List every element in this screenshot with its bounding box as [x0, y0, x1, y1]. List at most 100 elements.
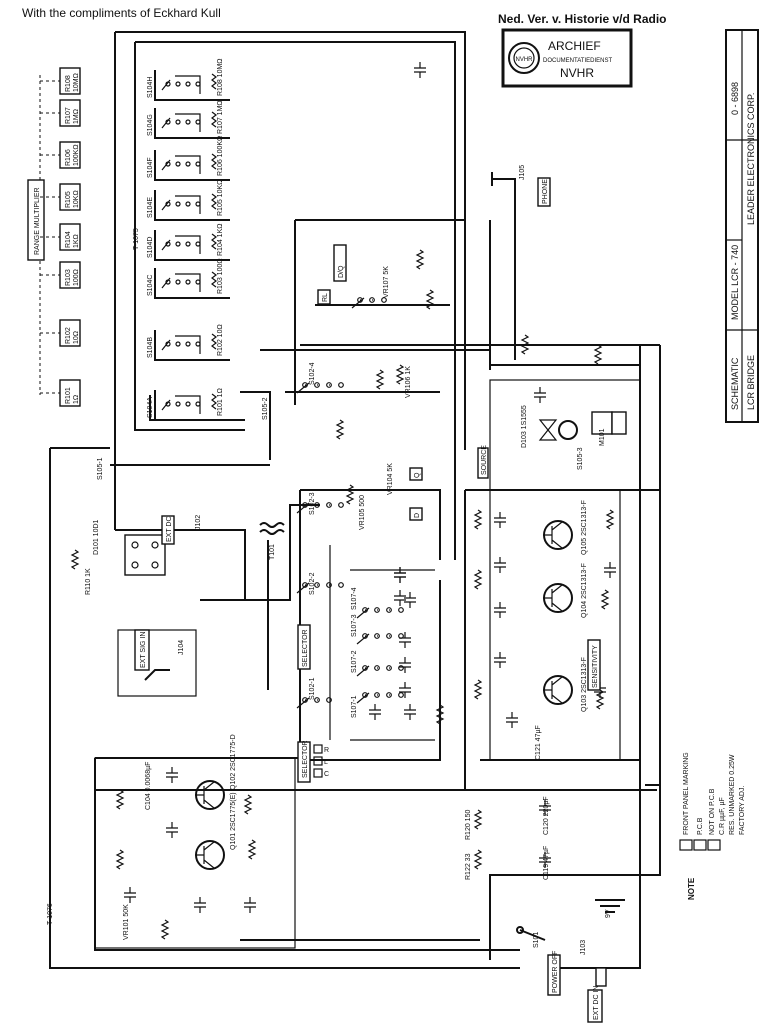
- range-box-value: 10Ω: [73, 331, 80, 344]
- capacitor-symbol: [166, 822, 178, 838]
- vr104-label: VR104 5K: [387, 463, 394, 495]
- range-resistor-label: R105 10KΩ: [217, 180, 224, 216]
- source-bridge: SOURCE D103 1S1555 M101: [477, 405, 627, 479]
- range-multiplier-label: RANGE MULTIPLIER: [34, 187, 41, 255]
- switch-section-label: S104H: [147, 77, 154, 98]
- transformer-t101: T101: [259, 522, 285, 560]
- r122-label: R122 33: [465, 853, 472, 880]
- source-text: Ned. Ver. v. Historie v/d Radio: [498, 12, 667, 26]
- range-box-value: 1Ω: [73, 395, 80, 404]
- range-box-value: 100Ω: [73, 269, 80, 286]
- capacitor-symbol: [124, 887, 136, 903]
- j104-label: J104: [178, 640, 185, 655]
- range-box-value: 10KΩ: [73, 190, 80, 208]
- switch-section-label: S104C: [147, 275, 154, 296]
- selector-contact-row: [356, 692, 404, 704]
- resistor-symbol: [115, 789, 125, 810]
- capacitor-symbol: [166, 767, 178, 783]
- range-resistor-label: R104 1KΩ: [217, 224, 224, 256]
- s102-2-label: S102-2: [309, 572, 316, 595]
- selector-c: C: [324, 771, 329, 778]
- switch-section-label: S104B: [147, 337, 154, 358]
- selector-label: SELECTOR: [302, 629, 309, 667]
- range-box-value: 100KΩ: [73, 144, 80, 166]
- vr105-label: VR105 500: [359, 495, 366, 530]
- resistor-symbol: [473, 679, 483, 700]
- note-1: FRONT PANEL MARKING: [683, 752, 690, 835]
- d-label: D: [414, 513, 421, 518]
- note-2: P.C.B: [697, 817, 704, 835]
- ext-dc-label: EXT DC: [166, 516, 173, 542]
- j101-socket: D101 10D1 R110 1K: [85, 519, 166, 595]
- schematic-type: SCHEMATIC: [730, 357, 740, 410]
- resistor-symbol: [600, 589, 610, 610]
- s107-3-label: S107-3: [351, 614, 358, 637]
- resistor-symbol: [395, 364, 405, 385]
- rl-label: RL: [322, 293, 329, 302]
- company-name: LEADER ELECTRONICS CORP.: [746, 93, 756, 225]
- q105-label: Q105 2SC1313-F: [581, 500, 588, 555]
- range-resistor-label: R108 10MΩ: [217, 58, 224, 96]
- ext-sig-in-label: EXT SIG IN: [140, 632, 147, 668]
- resistor-symbol: [345, 484, 355, 505]
- vr106-label: VR106 1K: [405, 366, 412, 398]
- c120-label: C120 220µF: [543, 796, 550, 835]
- switch-section-s104h: S104H R108 10MΩ: [147, 58, 230, 101]
- switch-section-s104g: S104G R107 1MΩ: [147, 100, 230, 139]
- wire-labels: T-1075 T-1076 S105-1 S105-2 S105-3 S102-…: [47, 165, 612, 955]
- range-box-name: R104: [65, 231, 72, 248]
- capacitor-symbol: [394, 567, 406, 583]
- s107-4-label: S107-4: [351, 587, 358, 610]
- capacitor-symbol: [399, 657, 411, 673]
- switch-section-label: S104G: [147, 114, 154, 136]
- capacitor-symbol: [394, 590, 406, 606]
- t101-label: T101: [269, 544, 276, 560]
- capacitor-symbol: [494, 652, 506, 668]
- credit-text: With the compliments of Eckhard Kull: [22, 6, 221, 20]
- capacitor-symbol: [534, 387, 546, 403]
- resistor-symbol: [473, 849, 483, 870]
- resistor-symbol: [70, 549, 80, 570]
- transistors: Q101 2SC1775(E) Q102 2SC1775-D Q105 2SC1…: [195, 500, 588, 870]
- resistor-symbol: [473, 509, 483, 530]
- range-resistor-label: R107 1MΩ: [217, 100, 224, 134]
- selector-contact-row: [296, 502, 344, 514]
- range-resistor-label: R106 100KΩ: [217, 136, 224, 176]
- stamp-subtitle: DOCUMENTATIEDIENST: [543, 58, 612, 64]
- dq-label: D/Q: [338, 265, 345, 278]
- j103-label: J103: [580, 940, 587, 955]
- capacitor-symbol: [399, 632, 411, 648]
- passive-components: [70, 62, 616, 940]
- switch-section-label: S104E: [147, 197, 154, 218]
- selector-contact-row: [351, 297, 387, 309]
- capacitor-symbol: [414, 62, 426, 78]
- resistor-symbol: [520, 334, 530, 355]
- jacks-grounds: [144, 172, 660, 987]
- range-box-name: R102: [65, 327, 72, 344]
- s105-1-label: S105-1: [97, 457, 104, 480]
- s107-1-label: S107-1: [351, 695, 358, 718]
- q103-label: Q103 2SC1313-F: [581, 657, 588, 712]
- s105-3-label: S105-3: [577, 447, 584, 470]
- s101-label: S101: [533, 932, 540, 948]
- stamp-seal-text: NVHR: [515, 57, 533, 63]
- note-5: RES. UNMARKED 0.25W: [729, 754, 736, 835]
- battery-label: 9V: [605, 909, 612, 918]
- resistor-symbol: [605, 509, 615, 530]
- s102-1-label: S102-1: [309, 677, 316, 700]
- switch-section-label: S104A: [147, 397, 154, 418]
- s107-2-label: S107-2: [351, 650, 358, 673]
- doc-number: 0 - 6898: [730, 82, 740, 115]
- range-box-name: R108: [65, 75, 72, 92]
- s102-3-label: S102-3: [309, 492, 316, 515]
- vr107-label: VR107 5K: [383, 266, 390, 298]
- resistor-symbol: [595, 689, 605, 710]
- resistor-symbol: [473, 809, 483, 830]
